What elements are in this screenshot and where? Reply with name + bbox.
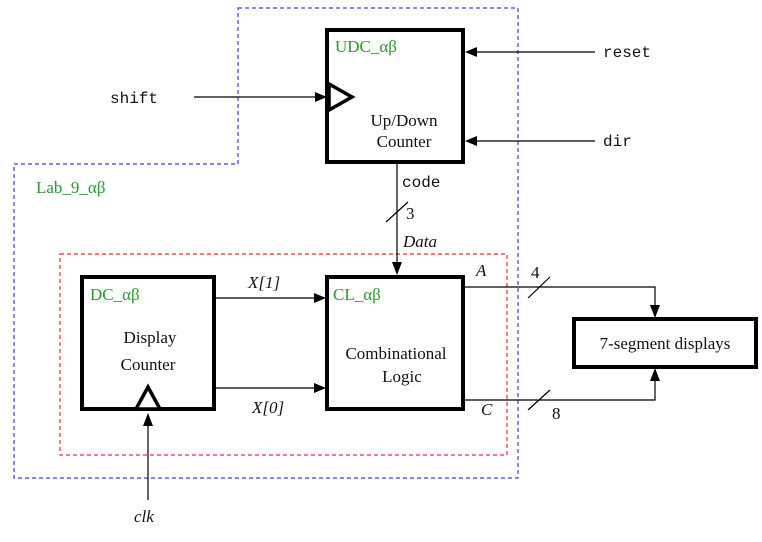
udc-block: UDC_αβ Up/Down Counter xyxy=(325,28,465,164)
code-width-label: 3 xyxy=(406,204,415,223)
udc-clock-triangle-icon xyxy=(327,81,356,113)
data-label: Data xyxy=(402,232,437,251)
reset-arrowhead xyxy=(465,47,477,57)
dc-clock-triangle-icon xyxy=(133,383,163,411)
cl-box xyxy=(325,275,465,411)
outer-boundary xyxy=(13,7,519,479)
seg-name: 7-segment displays xyxy=(600,334,731,353)
cl-line1: Combinational xyxy=(345,344,446,363)
seg-block: 7-segment displays xyxy=(572,317,758,369)
dc-line1: Display xyxy=(124,328,177,347)
code-bus-arrowhead xyxy=(392,262,402,275)
dc-block: DC_αβ Display Counter xyxy=(80,275,216,411)
c-bus-arrowhead xyxy=(650,368,660,381)
c-label: C xyxy=(481,400,493,419)
reset-label: reset xyxy=(603,44,651,62)
clk-arrowhead xyxy=(143,413,153,426)
udc-line2: Counter xyxy=(377,132,432,151)
cl-name: CL_αβ xyxy=(333,285,381,304)
outer-boundary-label: Lab_9_αβ xyxy=(36,178,106,197)
x0-arrowhead xyxy=(314,383,326,393)
a-bus-slash xyxy=(527,276,551,299)
a-width-label: 4 xyxy=(531,263,540,282)
x0-label: X[0] xyxy=(251,398,284,417)
udc-line1: Up/Down xyxy=(370,111,438,130)
cl-line2: Logic xyxy=(382,367,422,386)
c-bus-wire xyxy=(464,379,656,401)
udc-name: UDC_αβ xyxy=(335,37,397,56)
dc-line2: Counter xyxy=(121,355,176,374)
shift-label: shift xyxy=(110,90,158,108)
inner-boundary xyxy=(59,253,508,456)
c-width-label: 8 xyxy=(552,404,561,423)
dc-name: DC_αβ xyxy=(90,285,140,304)
seg-box xyxy=(572,317,758,369)
dir-label: dir xyxy=(603,133,632,151)
dir-arrowhead xyxy=(465,136,477,146)
a-label: A xyxy=(475,261,487,280)
clk-label: clk xyxy=(134,507,154,526)
shift-arrowhead xyxy=(315,92,327,102)
c-bus-slash xyxy=(527,389,551,411)
code-label: code xyxy=(402,174,440,192)
a-bus-arrowhead xyxy=(650,305,660,318)
cl-block: CL_αβ Combinational Logic xyxy=(325,275,465,411)
code-bus-slash xyxy=(385,201,409,223)
x1-arrowhead xyxy=(314,293,326,303)
x1-label: X[1] xyxy=(247,273,280,292)
a-bus-wire xyxy=(464,286,656,307)
